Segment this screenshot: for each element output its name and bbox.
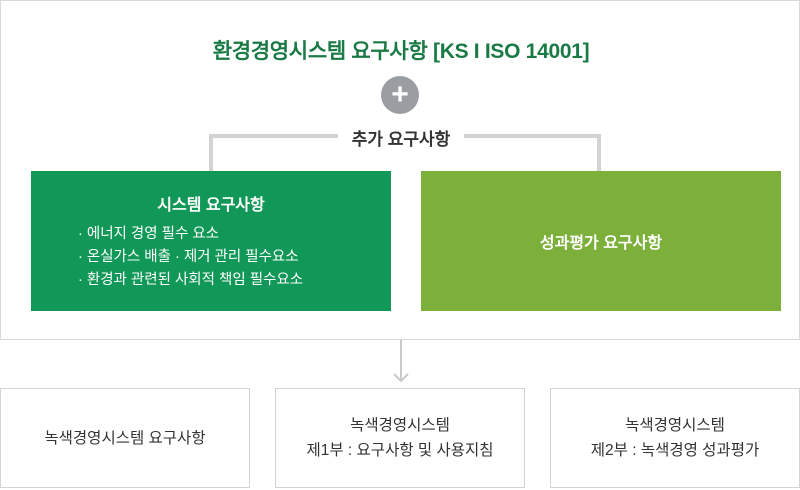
- system-requirements-list: 에너지 경영 필수 요소 온실가스 배출 · 제거 관리 필수요소 환경과 관련…: [31, 223, 391, 292]
- performance-requirements-box: 성과평가 요구사항: [421, 171, 781, 311]
- list-item: 에너지 경영 필수 요소: [78, 223, 391, 246]
- standard-line2: 제1부 : 요구사항 및 사용지침: [306, 442, 494, 459]
- standard-box-part2: 녹색경영시스템 제2부 : 녹색경영 성과평가: [550, 388, 800, 488]
- standard-box-requirements: 녹색경영시스템 요구사항: [0, 388, 250, 488]
- arrow-down-icon: [392, 340, 410, 384]
- page-title: 환경경영시스템 요구사항 [KS I ISO 14001]: [212, 40, 590, 63]
- list-item: 환경과 관련된 사회적 책임 필수요소: [78, 269, 391, 292]
- list-item: 온실가스 배출 · 제거 관리 필수요소: [78, 246, 391, 269]
- requirements-panel: 환경경영시스템 요구사항 [KS I ISO 14001] + 추가 요구사항 …: [0, 0, 800, 340]
- extra-requirements-text: 추가 요구사항: [337, 125, 465, 150]
- standard-line1: 녹색경영시스템: [350, 417, 450, 434]
- standard-box-part1: 녹색경영시스템 제1부 : 요구사항 및 사용지침: [275, 388, 525, 488]
- system-requirements-box: 시스템 요구사항 에너지 경영 필수 요소 온실가스 배출 · 제거 관리 필수…: [31, 171, 391, 311]
- performance-requirements-title: 성과평가 요구사항: [539, 235, 663, 252]
- standard-line1: 녹색경영시스템 요구사항: [44, 429, 206, 447]
- extra-requirements-label: 추가 요구사항: [1, 125, 800, 150]
- standard-line2: 제2부 : 녹색경영 성과평가: [590, 442, 760, 459]
- standard-line1: 녹색경영시스템: [625, 417, 725, 434]
- plus-icon: +: [381, 76, 419, 114]
- system-requirements-title: 시스템 요구사항: [157, 197, 265, 214]
